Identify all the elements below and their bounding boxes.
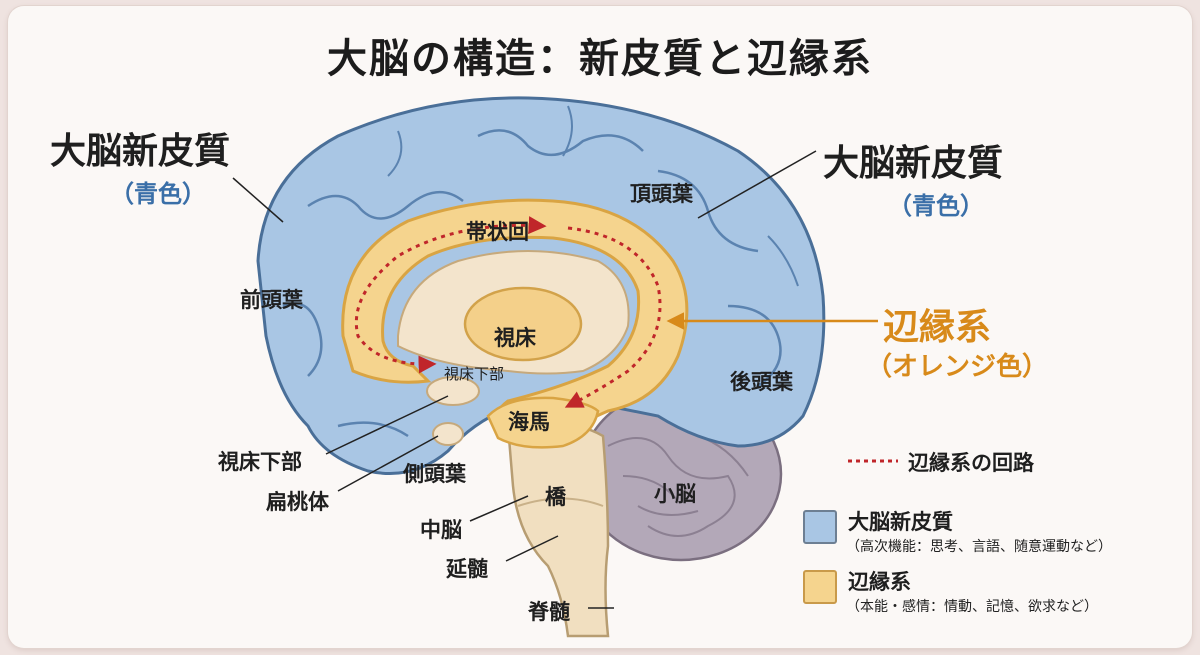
pons-label: 橋 <box>545 485 566 509</box>
hypothalamus-shape <box>426 376 480 406</box>
cortex-left-color-note: （青色） <box>110 180 206 208</box>
spinal-cord-label: 脊髄 <box>528 600 570 624</box>
diagram-card: 大脳の構造：新皮質と辺縁系 <box>8 6 1192 648</box>
page-title: 大脳の構造：新皮質と辺縁系 <box>327 36 873 82</box>
legend-cortex-title: 大脳新皮質 <box>848 510 953 534</box>
cerebellum-label: 小脳 <box>654 482 696 506</box>
parietal-lobe-label: 頂頭葉 <box>630 182 693 206</box>
cortex-right-color-note: （青色） <box>888 192 984 220</box>
hippocampus-label: 海馬 <box>508 410 550 434</box>
brainstem-shape <box>506 421 610 638</box>
limbic-label: 辺縁系 <box>883 307 992 348</box>
hippocampus-shape <box>486 396 600 449</box>
midbrain-label: 中脳 <box>420 518 462 542</box>
legend-cortex-swatch <box>803 510 837 544</box>
legend-circuit-label: 辺縁系の回路 <box>908 451 1034 475</box>
legend-limbic-swatch <box>803 570 837 604</box>
legend-limbic-desc: （本能・感情：情動、記憶、欲求など） <box>846 599 1098 615</box>
medulla-label: 延髄 <box>446 557 488 581</box>
amygdala-label: 扁桃体 <box>266 490 329 514</box>
limbic-shape <box>341 198 689 438</box>
brain-illustration <box>232 96 898 638</box>
occipital-lobe-label: 後頭葉 <box>730 370 793 394</box>
cortex-right-label: 大脳新皮質 <box>823 143 1004 184</box>
cingulate-gyrus-label: 帯状回 <box>466 220 529 244</box>
hypothalamus-inner-label: 視床下部 <box>444 365 505 383</box>
thalamus-label: 視床 <box>494 326 536 350</box>
frontal-lobe-label: 前頭葉 <box>240 288 303 312</box>
cortex-left-label: 大脳新皮質 <box>50 131 231 172</box>
hypothalamus-label: 視床下部 <box>218 450 302 474</box>
temporal-lobe-label: 側頭葉 <box>403 462 466 486</box>
limbic-color-note: （オレンジ色） <box>866 352 1049 382</box>
legend-limbic-title: 辺縁系 <box>848 570 911 594</box>
limbic-circuit-path <box>354 216 547 374</box>
legend-cortex-desc: （高次機能：思考、言語、随意運動など） <box>846 539 1112 555</box>
limbic-circuit-path-right <box>564 226 662 408</box>
amygdala-shape <box>432 422 464 446</box>
